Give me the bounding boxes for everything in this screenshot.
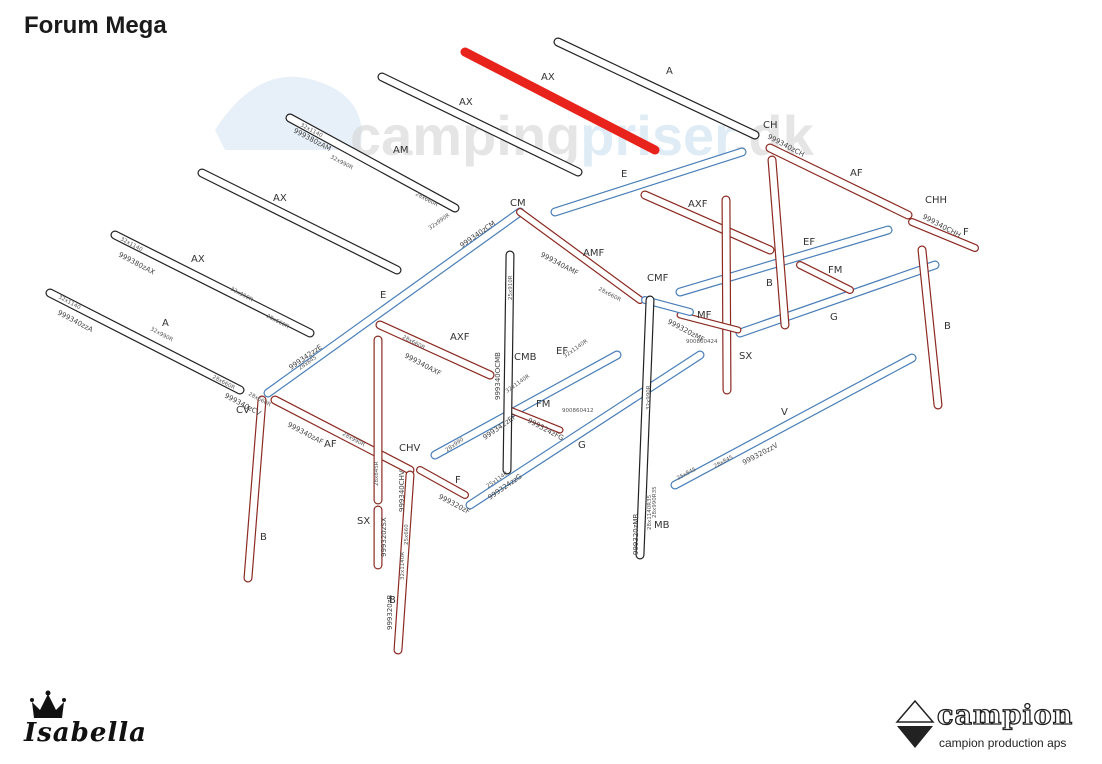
pole: [917, 245, 943, 410]
dimension-label: 25x660: [404, 524, 410, 545]
part-label: SX: [739, 351, 752, 362]
pole: [908, 218, 979, 252]
part-label: AX: [541, 72, 555, 83]
pole: [676, 311, 742, 334]
part-label: AX: [191, 254, 205, 265]
dimension-label: 900860412: [562, 408, 594, 414]
part-label: V: [781, 407, 788, 418]
pole: [110, 230, 315, 338]
pole: [765, 143, 913, 220]
pole: [670, 353, 917, 490]
pole: [516, 208, 644, 304]
crown-icon: [30, 690, 66, 718]
part-label: F: [455, 475, 461, 486]
pole: [767, 155, 790, 330]
pole: [796, 261, 854, 294]
part-label: SX: [357, 516, 370, 527]
pole: [375, 320, 495, 380]
part-label: AF: [324, 439, 337, 450]
part-label: G: [578, 440, 586, 451]
part-number: 999340OCMB: [494, 352, 502, 400]
poles-layer: [45, 37, 979, 655]
page-title: Forum Mega: [24, 12, 167, 39]
part-label: FM: [536, 399, 550, 410]
dimension-label: 32x990R: [646, 385, 652, 410]
dimension-label: 28x990R35: [652, 486, 658, 518]
part-label: EF: [556, 346, 568, 357]
pole: [393, 470, 415, 655]
dimension-label: 28x845R: [374, 461, 380, 486]
part-label: B: [944, 321, 951, 332]
part-label: B: [389, 595, 396, 606]
part-label: AF: [850, 168, 863, 179]
pole: [285, 113, 460, 213]
pole: [243, 395, 267, 583]
part-label: MB: [654, 520, 670, 531]
part-label: EF: [803, 237, 815, 248]
part-number: 999320zSX: [380, 517, 388, 557]
pole: [270, 395, 415, 475]
pole: [416, 466, 469, 499]
part-label: AXF: [688, 199, 708, 210]
part-label: CM: [510, 198, 526, 209]
part-label: B: [260, 532, 267, 543]
pole: [635, 295, 655, 560]
part-number: 999340CHV: [398, 470, 406, 512]
part-label: AM: [393, 145, 408, 156]
pole: [502, 250, 515, 475]
part-label: CHV: [399, 443, 421, 454]
dimension-label: 900860424: [686, 339, 718, 345]
pole: [263, 207, 525, 398]
part-label: MF: [697, 310, 712, 321]
pole: [45, 288, 245, 395]
dimension-label: 28x1140R35: [647, 494, 653, 530]
part-label: E: [621, 169, 627, 180]
dimension-label: 25x910R: [508, 275, 514, 300]
part-label: A: [666, 66, 673, 77]
pole: [506, 406, 564, 434]
pole: [550, 147, 747, 217]
pole: [197, 168, 402, 275]
part-label: AXF: [450, 332, 470, 343]
dimension-label: 32x1140R: [400, 552, 406, 580]
part-label: CHH: [925, 195, 947, 206]
pole: [721, 195, 732, 395]
part-label: CMF: [647, 273, 669, 284]
pole: [465, 350, 705, 510]
part-label: B: [766, 278, 773, 289]
campion-triangle-icon: [895, 700, 935, 748]
part-label: AX: [459, 97, 473, 108]
campion-logo: campion campion production aps: [895, 699, 1095, 756]
part-label: CMB: [514, 352, 537, 363]
dimension-label: 32x990R: [428, 213, 452, 232]
part-label: FM: [828, 265, 842, 276]
part-label: CH: [763, 120, 778, 131]
pole: [640, 190, 775, 255]
part-label: E: [380, 290, 386, 301]
isabella-logo: Isabella: [24, 690, 224, 750]
pole: [460, 47, 660, 155]
dimension-label: 28x660R: [597, 286, 622, 303]
pole: [430, 350, 622, 460]
part-number: 999320zB: [386, 595, 394, 630]
part-number: 999320zMB: [632, 514, 640, 555]
part-label: AX: [273, 193, 287, 204]
part-label: A: [162, 318, 169, 329]
part-label: CV: [236, 405, 250, 416]
part-label: G: [830, 312, 838, 323]
pole: [553, 37, 760, 140]
pole: [735, 260, 940, 338]
part-label: AMF: [583, 248, 604, 259]
part-label: F: [963, 227, 969, 238]
pole: [377, 72, 583, 177]
